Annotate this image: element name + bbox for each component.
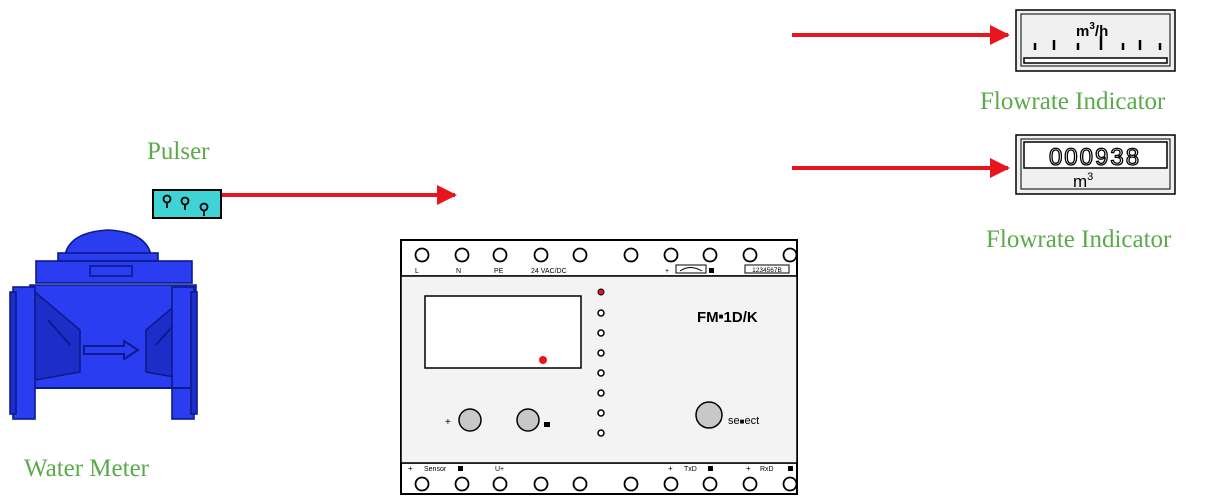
terminal-screw [742,476,758,492]
terminal-label-rxd: RxD [760,466,774,473]
analog-unit: m3/h [1076,21,1108,40]
terminal-screw [414,476,430,492]
select-label: se■ect [728,415,759,427]
flowrate-indicator-label-1: Flowrate Indicator [980,88,1166,115]
terminal-screw [572,247,588,263]
terminal-screw [663,247,679,263]
terminal-screw [414,247,430,263]
flowrate-indicator-label-2: Flowrate Indicator [986,226,1172,253]
display-status-led [539,356,547,364]
select-button[interactable] [695,401,723,429]
water-meter-icon [9,229,198,420]
terminal-label-24vac: 24 VAC/DC [531,268,567,275]
terminal-screw [492,247,508,263]
device-model-label: FM■1D/K [697,309,758,326]
terminal-screw [492,476,508,492]
minus-button[interactable] [516,408,540,432]
terminal-screw [533,247,549,263]
terminal-screw [782,476,798,492]
terminal-screw [663,476,679,492]
terminal-screw [702,247,718,263]
terminal-label-u-plus: U+ [495,466,504,473]
terminal-screw [572,476,588,492]
terminal-screw [702,476,718,492]
terminal-screw [533,476,549,492]
terminal-screw [454,247,470,263]
water-meter-label: Water Meter [24,455,149,482]
terminal-label-pe: PE [494,268,504,275]
terminal-code-label: 1234567B [752,267,782,274]
digital-reading: 000938 [1049,144,1141,171]
svg-text:+: + [408,464,413,473]
svg-text:+: + [746,464,751,473]
terminal-screw [623,247,639,263]
svg-text:+: + [445,417,451,428]
pulser-label: Pulser [147,138,210,165]
terminal-screw [623,476,639,492]
terminal-screw [742,247,758,263]
terminal-label-n: N [456,268,461,275]
terminal-label-txd: TxD [684,466,697,473]
fm-device: FM■1D/K + se■ect L N PE 24 VAC/DC + 1234… [400,239,798,495]
terminal-label-sensor: Sensor [424,466,447,473]
terminal-screw [454,476,470,492]
digital-unit: m3 [1073,171,1093,191]
svg-text:+: + [668,464,673,473]
pulser-box [152,189,222,219]
plus-button[interactable] [458,408,482,432]
status-led-active [597,288,605,296]
analog-flowrate-indicator: m3/h [1015,9,1176,72]
digital-flowrate-indicator: 000938 m3 [1015,134,1176,195]
terminal-screw [782,247,798,263]
terminal-label-l: L [415,268,419,275]
svg-text:+: + [665,268,669,275]
device-display [424,295,582,369]
